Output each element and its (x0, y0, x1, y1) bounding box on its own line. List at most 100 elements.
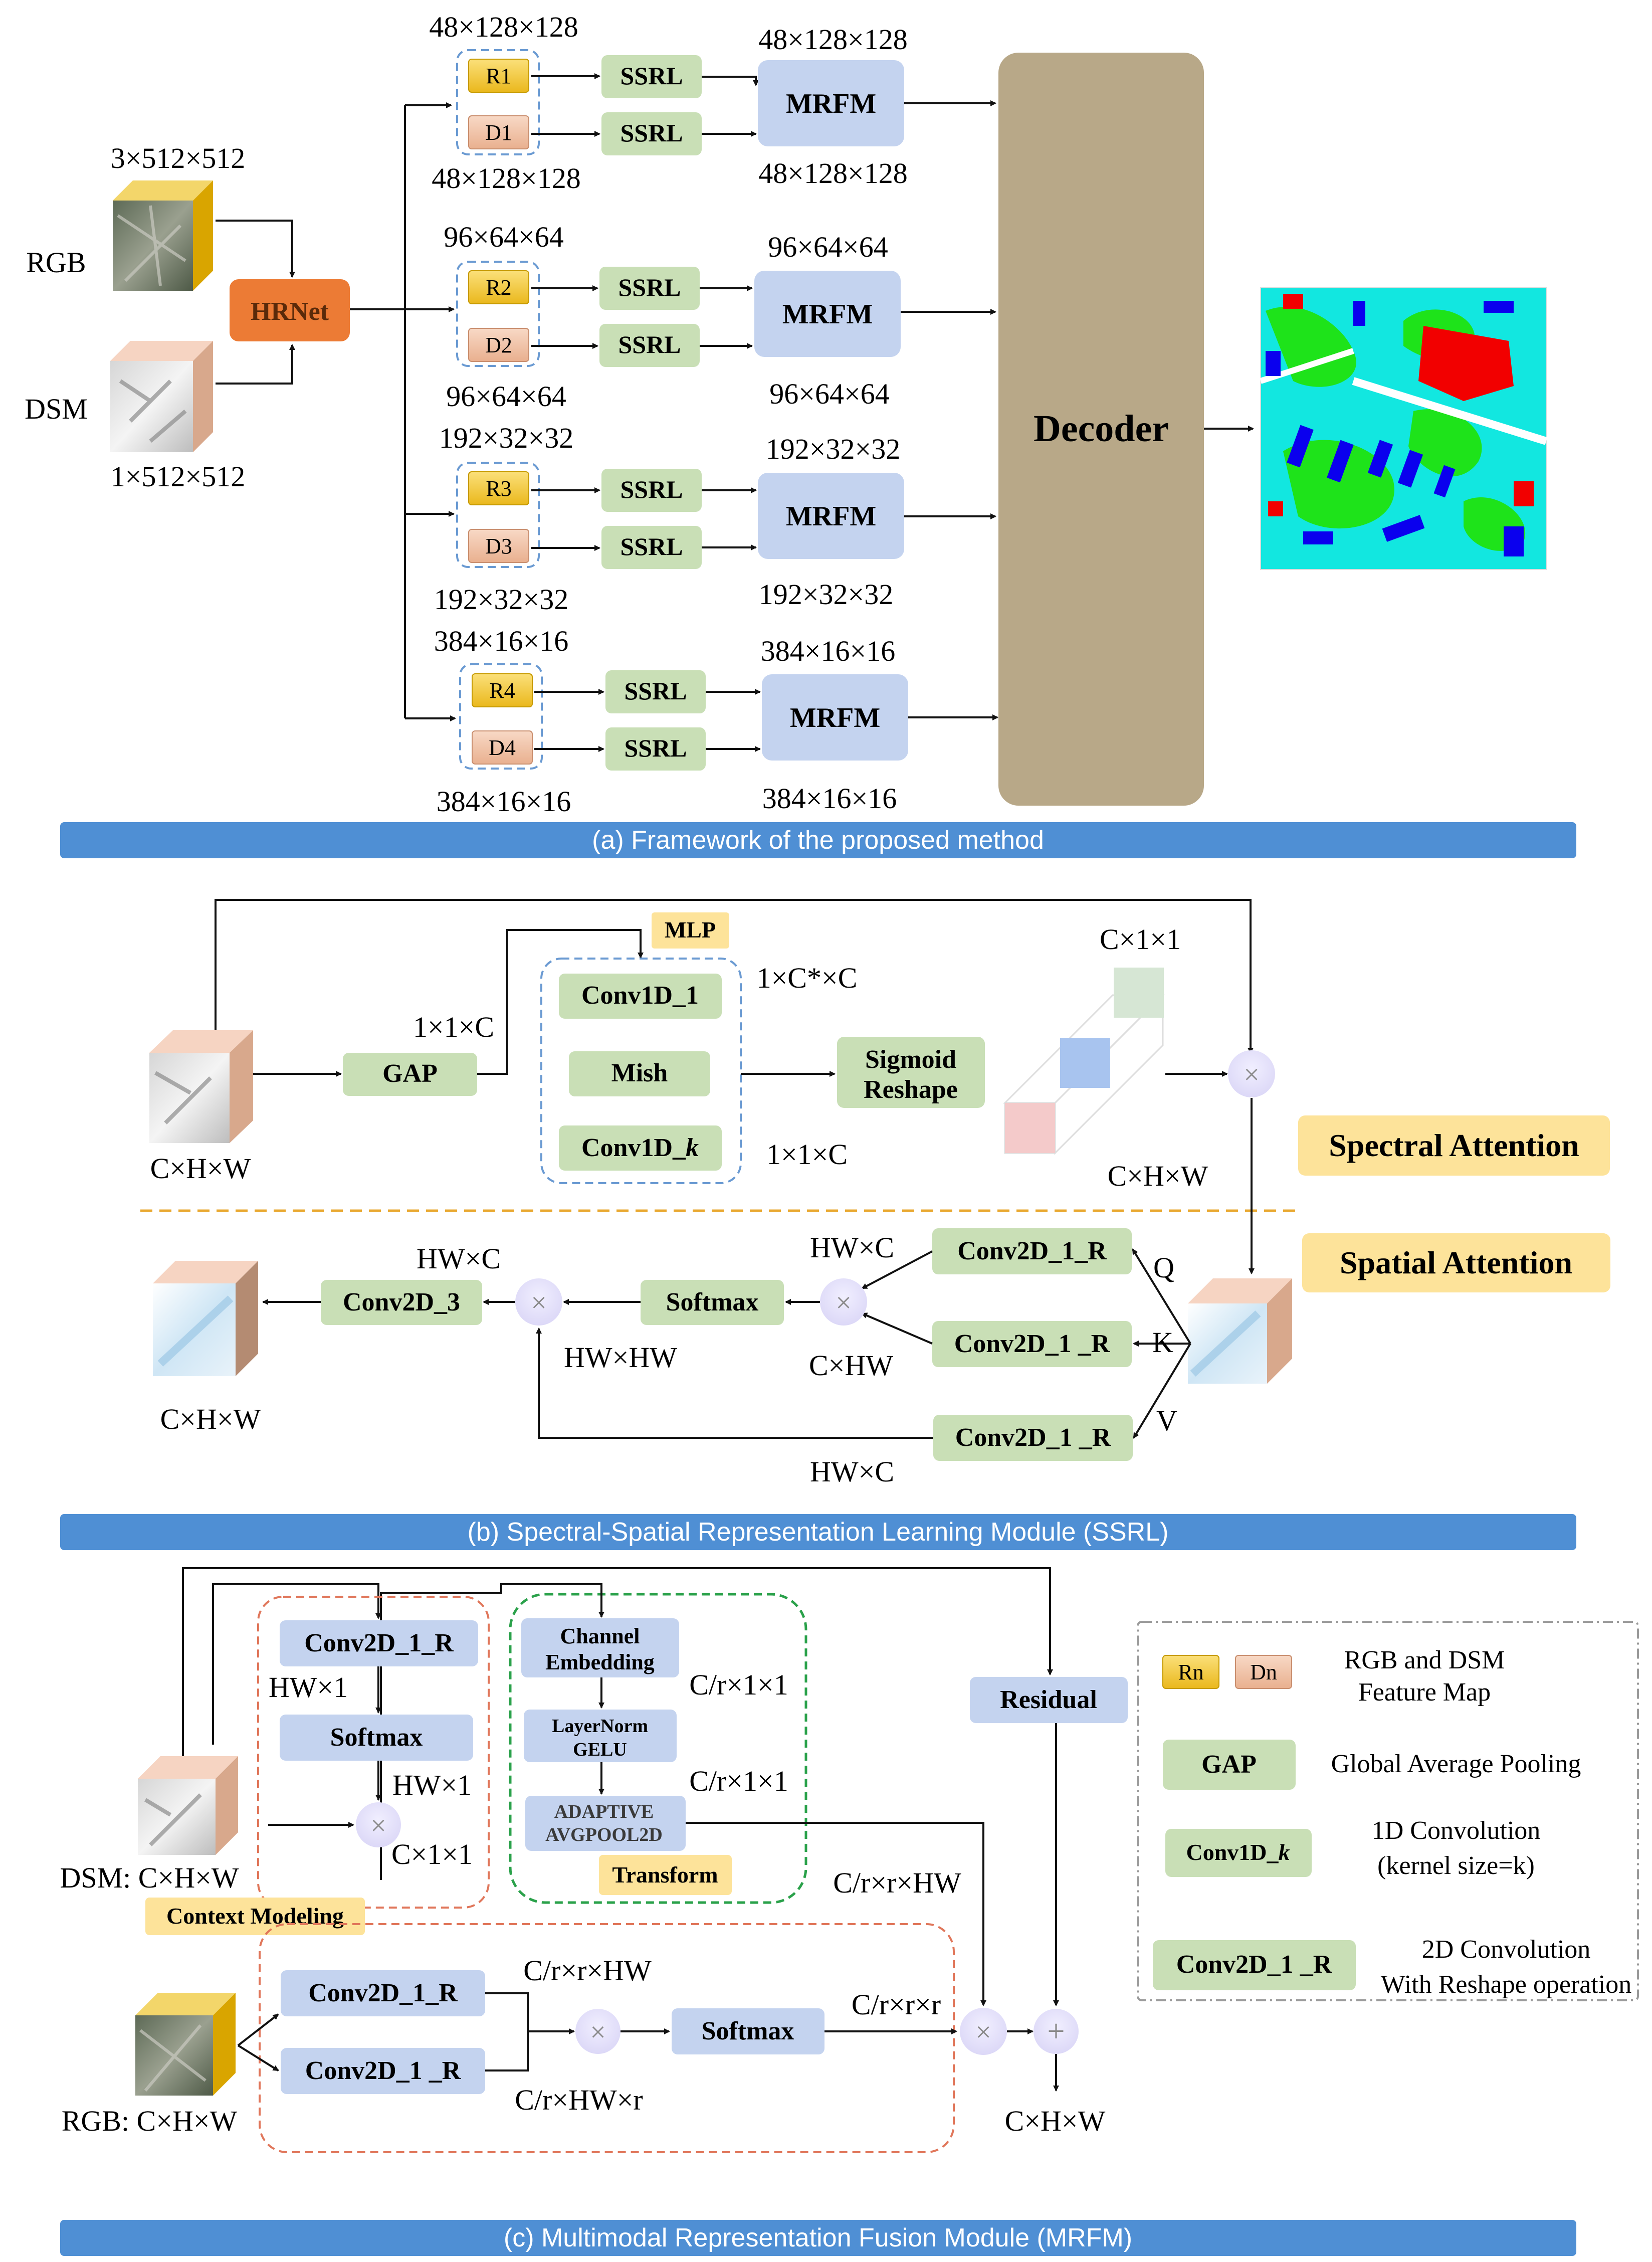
spectral-skip-line (215, 899, 1254, 1054)
conv2d-rgb-b-label: Conv2D_1 _R (305, 2056, 462, 2085)
q-to-mult-arrow (861, 1250, 933, 1289)
weights-top-shape: C×1×1 (1100, 923, 1181, 956)
banner-a (60, 822, 1576, 858)
dsm-route-residual (182, 1567, 1053, 1770)
legend-rn-label: Rn (1178, 1660, 1203, 1684)
stage-4-bottom-shape: 384×16×16 (437, 785, 571, 818)
q-label: Q (1153, 1251, 1174, 1284)
ssrl-4b (605, 727, 706, 771)
conv1d-1-block (559, 974, 722, 1019)
gap-out-shape: 1×1×C (413, 1011, 494, 1043)
mrfm-4-label: MRFM (790, 702, 880, 733)
d1-label: D1 (485, 120, 512, 145)
legend-feature-map-2: Feature Map (1358, 1678, 1491, 1707)
softmax-ctx-label: Softmax (330, 1723, 423, 1752)
stage-4-dashed-box (459, 663, 543, 770)
mlp-top-shape: 1×C*×C (757, 962, 858, 994)
layernorm-label: LayerNorm (552, 1716, 648, 1737)
legend-conv2d-label: Conv2D_1 _R (1176, 1950, 1333, 1979)
conv1d-k-prefix: Conv1D_ (581, 1134, 686, 1162)
gelu-label: GELU (573, 1739, 627, 1760)
softmax-b-label: Softmax (666, 1288, 759, 1316)
conv2d-q-label: Conv2D_1_R (957, 1237, 1107, 1265)
stage-1-bottom-shape: 48×128×128 (432, 162, 580, 195)
mlp-note-label: MLP (665, 917, 716, 942)
spatial-attention-badge (1302, 1233, 1610, 1292)
hrnet-branch-lines (350, 105, 406, 718)
dsm-input-cube (110, 341, 213, 452)
stage-4-top-shape: 384×16×16 (434, 625, 568, 657)
legend-gap-label: GAP (1201, 1750, 1257, 1779)
transform-note (599, 1855, 732, 1895)
qk-multiply-node: × (820, 1278, 867, 1326)
hw1-b-shape: HW×1 (392, 1769, 472, 1801)
mrfm-1-label: MRFM (786, 88, 876, 119)
mrfm-3-bottom-shape: 192×32×32 (759, 578, 893, 611)
rgb-to-conv-a-arrow (237, 2013, 279, 2046)
channel-embedding-l2: Embedding (545, 1650, 655, 1674)
ssrl-output-cube (153, 1261, 258, 1376)
stage-3-top-shape: 192×32×32 (439, 422, 573, 454)
legend-conv2d-swatch (1153, 1940, 1356, 1990)
softmax-b-block (641, 1280, 784, 1325)
stage-3-bottom-shape: 192×32×32 (434, 583, 568, 616)
gap-block (343, 1053, 477, 1096)
stage-1-top-shape: 48×128×128 (429, 11, 578, 43)
conv1d-k-suffix: k (686, 1134, 699, 1162)
c11-shape: C×1×1 (391, 1838, 473, 1870)
channel-embedding-block (521, 1618, 679, 1677)
mrfm-4 (762, 674, 908, 761)
dsm-to-hrnet-arrow (216, 344, 295, 385)
ssrl-input-label: C×H×W (150, 1152, 251, 1185)
mrfm-3 (758, 473, 904, 559)
channel-embedding-l1: Channel (560, 1624, 640, 1648)
rgb-input-cube (113, 180, 213, 291)
d4-label: D4 (489, 735, 516, 760)
mrfm-2-top-shape: 96×64×64 (768, 231, 888, 263)
reshape-label: Reshape (864, 1075, 958, 1104)
conv2d-ctx-block (280, 1620, 478, 1666)
rgb-label: RGB (26, 246, 86, 279)
dsm-shape-label: 1×512×512 (111, 460, 245, 493)
legend-gap-desc: Global Average Pooling (1331, 1750, 1581, 1778)
sigmoid-label: Sigmoid (865, 1045, 956, 1074)
ssrl-3b (601, 526, 702, 569)
ssrl-2a (599, 267, 700, 310)
channel-weights-bar (1003, 968, 1165, 1155)
svg-text:+: + (1048, 2014, 1065, 2048)
v-shape: HW×C (810, 1455, 894, 1488)
ssrl-1b-label: SSRL (620, 119, 683, 147)
spectral-attention-label: Spectral Attention (1329, 1127, 1579, 1163)
panel-b: C×H×W GAP 1×1×C MLP Conv1D_1 Mish Conv1D… (140, 899, 1610, 1488)
mish-block (569, 1051, 710, 1096)
legend-feature-map-1: RGB and DSM (1344, 1646, 1505, 1674)
crrhw-top-shape: C/r×r×HW (523, 1954, 652, 1987)
conv-b-to-mult (485, 2031, 529, 2071)
ssrl-1a-arrow (702, 76, 759, 86)
r1-label: R1 (486, 64, 511, 88)
banner-c-text: (c) Multimodal Representation Fusion Mod… (504, 2223, 1132, 2252)
dsm-label: DSM (25, 393, 88, 425)
spectral-multiply-node: × (1228, 1050, 1275, 1097)
stage-2-bottom-shape: 96×64×64 (446, 380, 566, 413)
dsm-route-conv (212, 1583, 381, 1745)
cr11-b-shape: C/r×1×1 (689, 1765, 788, 1797)
crhwr-shape: C/r×HW×r (515, 2084, 643, 2116)
mrfm-1-top-shape: 48×128×128 (758, 23, 907, 56)
r1-block (468, 59, 529, 93)
banner-c (60, 2220, 1576, 2256)
legend-conv2d-desc-1: 2D Convolution (1422, 1935, 1591, 1964)
legend-dn-swatch (1235, 1655, 1292, 1689)
banner-b-text: (b) Spectral-Spatial Representation Lear… (468, 1518, 1169, 1547)
svg-text:×: × (531, 1287, 547, 1318)
decoder-block (998, 53, 1204, 806)
conv2d-v-label: Conv2D_1 _R (955, 1423, 1112, 1452)
ssrl-1a-label: SSRL (620, 62, 683, 90)
svg-text:×: × (370, 1810, 386, 1841)
adaptive-pool-block (525, 1796, 686, 1851)
spectral-attention-badge (1298, 1115, 1610, 1176)
stage-3: 192×32×32 R3 D3 192×32×32 SSRL SSRL 192×… (434, 422, 996, 616)
ssrl-input-cube (149, 1030, 253, 1143)
softmax-rgb-label: Softmax (702, 2017, 794, 2045)
svg-text:×: × (975, 2017, 991, 2048)
